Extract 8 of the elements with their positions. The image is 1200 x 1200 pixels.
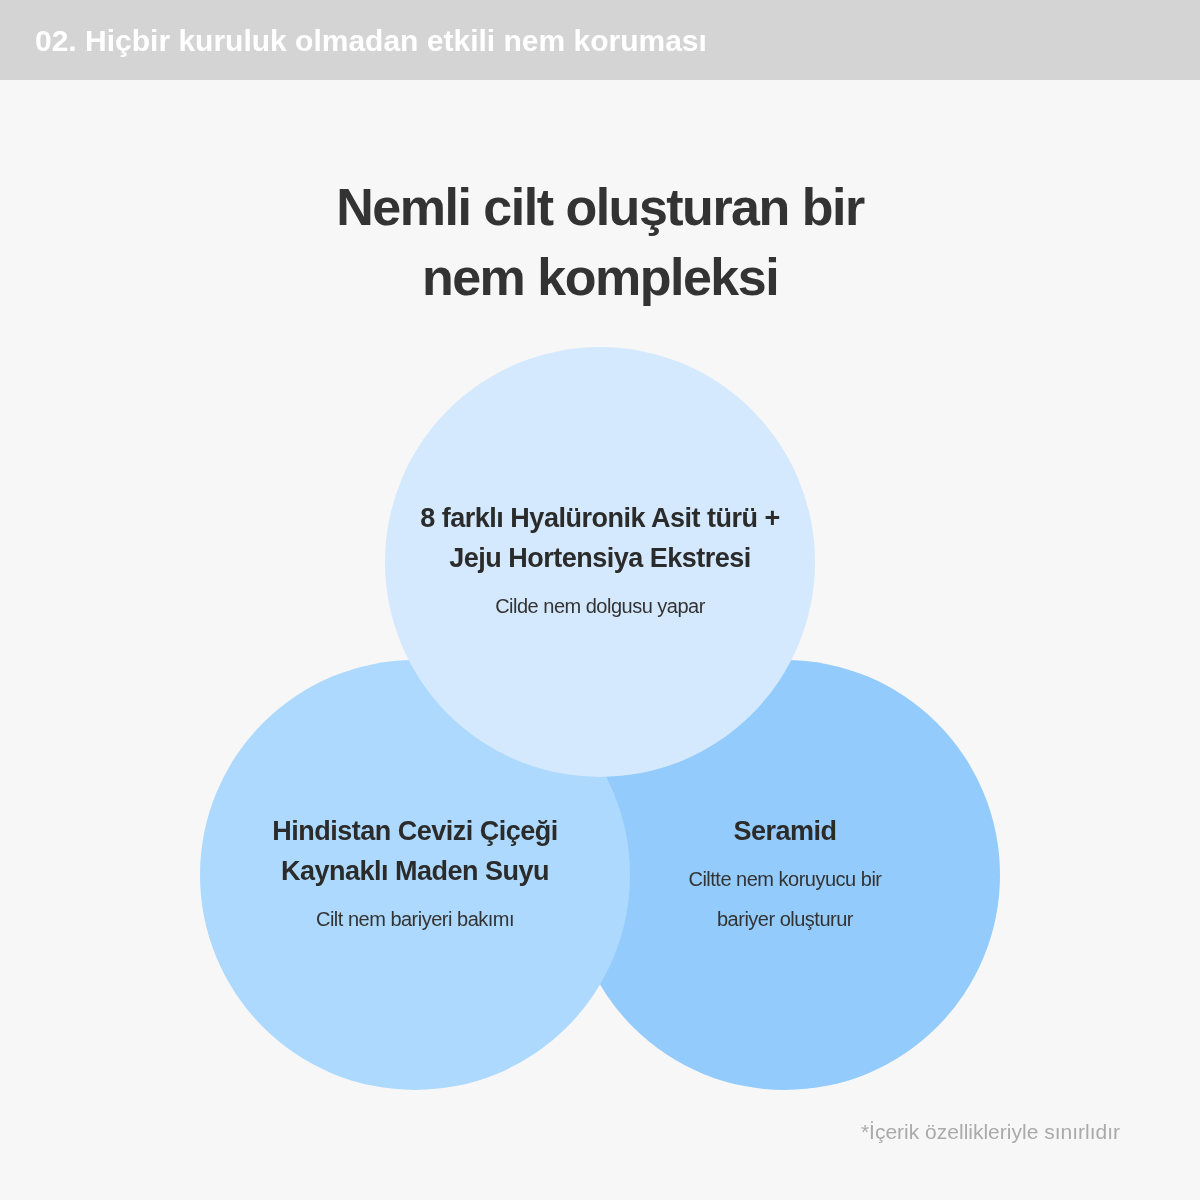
ingredient-description: Cilt nem bariyeri bakımı [314,907,516,932]
footnote: *İçerik özellikleriyle sınırlıdır [860,1119,1120,1145]
title: Nemli cilt oluşturan bir nem kompleksi [335,177,866,308]
ingredient-heading: Hindistan Cevizi Çiçeği Kaynaklı Maden Suyu [271,815,559,888]
ingredient-heading: 8 farklı Hyalüronik Asit türü + Jeju Hortensiya Ekstresi [419,502,781,575]
ingredient-heading: Seramid [732,815,838,848]
ingredient-description: Cilde nem dolgusu yapar [494,594,706,619]
ingredient-description: Ciltte nem koruyucu bir bariyer oluşturur [687,867,883,932]
